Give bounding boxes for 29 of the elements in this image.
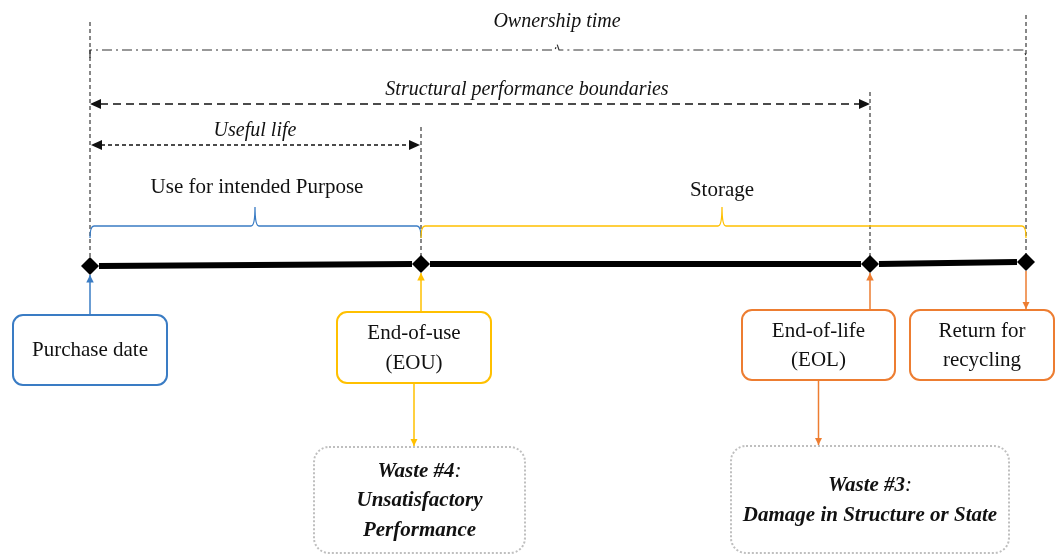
phase-label: Use for intended Purpose <box>149 174 365 200</box>
arrow <box>417 272 425 312</box>
milestone-label: End-of-life (EOL) <box>770 316 867 373</box>
milestone-box <box>336 311 492 384</box>
waste-title: Waste #4: <box>377 456 462 484</box>
milestone-label: End-of-use (EOU) <box>366 319 462 376</box>
milestone-label: Return for recycling <box>937 316 1027 373</box>
milestone-box <box>12 314 168 386</box>
diamond-marker <box>81 257 99 275</box>
arrow <box>86 274 94 315</box>
timeline-bar <box>99 261 412 269</box>
phase-label: Storage <box>688 177 756 203</box>
arrow <box>410 383 418 447</box>
milestone-label: Purchase date <box>31 336 148 364</box>
waste-box <box>313 446 526 554</box>
arrow <box>866 272 874 310</box>
milestone-box <box>909 309 1055 381</box>
timeline-bar <box>430 261 861 267</box>
waste-description: Damage in Structure or State <box>742 500 998 528</box>
diamond-marker <box>861 255 879 273</box>
waste-title: Waste #3: <box>827 471 913 499</box>
diamond-marker <box>412 255 430 273</box>
diamond-marker <box>1017 253 1035 271</box>
arrow <box>1022 270 1030 310</box>
milestone-box <box>741 309 896 381</box>
timeline-bar <box>878 259 1018 267</box>
waste-box <box>730 445 1010 554</box>
waste-description: Unsatisfactory Performance <box>355 486 484 543</box>
arrow <box>814 380 823 446</box>
